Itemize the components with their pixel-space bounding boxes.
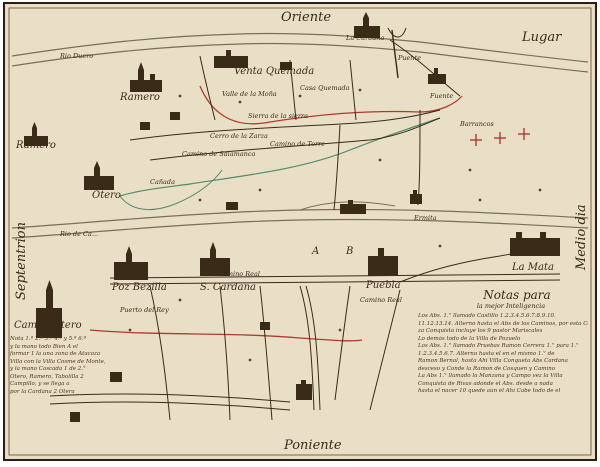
river-middle bbox=[11, 201, 589, 239]
scattered-marks bbox=[128, 88, 542, 362]
place-venta-quemada: Venta Quemada bbox=[234, 66, 315, 77]
legend-line: Conquista de Rivas adonde el Abs. desde … bbox=[418, 380, 553, 387]
small-label-2: Valle de la Moña bbox=[222, 90, 277, 98]
note-line: Otero, Ramero, Tabolilla 2 bbox=[10, 373, 84, 380]
legend-line: Ramon Bernal, hasta Ahi Villa Conqueta A… bbox=[418, 358, 568, 364]
small-label-10: Fuente bbox=[430, 92, 454, 100]
marker-a: A bbox=[312, 246, 320, 257]
red-crosses bbox=[470, 128, 530, 146]
small-label-9: Puerto del Rey bbox=[120, 306, 169, 314]
place-lugar: Lugar bbox=[522, 30, 562, 45]
legend-line: Los Abs. 1.° llamado Castillo 1.2.3.4.5.… bbox=[418, 313, 556, 319]
compass-west-label: Septentrion bbox=[14, 221, 29, 300]
note-line: Campillo, y se llega a bbox=[10, 381, 70, 387]
towns bbox=[24, 12, 560, 422]
river-top bbox=[11, 27, 589, 79]
small-label-8: Camino Real bbox=[360, 296, 402, 304]
legend-line: La Abs 1.° llamado la Manzana y Campo ve… bbox=[418, 373, 563, 379]
note-line: Nota 1.ª 2.ª 3.ª 4.ª y 5.ª 6.ª bbox=[10, 336, 87, 342]
legend-line: Los Abs. 1.° llamado Pruebas Ramon Cerre… bbox=[418, 343, 579, 349]
note-line: y la mano Cascada 1 de 2.° bbox=[10, 366, 86, 372]
map-inner-border bbox=[8, 7, 592, 456]
note-line: Villa con la Villa Cosme de Monte, bbox=[10, 358, 106, 365]
place-campo-otero: Campo Otero bbox=[14, 320, 82, 331]
place-puente: Puente bbox=[398, 54, 422, 62]
compass-south-label: Poniente bbox=[284, 438, 342, 453]
place-otero: Otero bbox=[92, 190, 121, 201]
note-line: y la mano todo Bien A el bbox=[10, 343, 78, 350]
legend-subtitle: la mejor Inteligencia bbox=[476, 302, 546, 310]
compass-east-label: Medio dia bbox=[574, 204, 589, 270]
note-line: formar 1 la una zona de Atacaza bbox=[10, 351, 101, 357]
small-label-4: Camino de Salamanca bbox=[182, 150, 256, 158]
place-puebla: Puebla bbox=[366, 280, 401, 291]
river-middle-label: Rio de Ca... bbox=[60, 230, 99, 238]
place-la-mata: La Mata bbox=[512, 262, 554, 273]
road-green bbox=[119, 117, 441, 197]
place-cardana: S. Cardana bbox=[200, 282, 257, 293]
place-ramero-left: Ramero bbox=[16, 140, 56, 151]
road-red-upper bbox=[199, 85, 463, 125]
place-pozo: Poz Bezilla bbox=[112, 282, 167, 293]
legend-line: za Conquista incluye los 9 pastor Marisc… bbox=[418, 328, 543, 334]
legend-line: desceso y Conde la Ramon de Cosquen y Ca… bbox=[418, 365, 556, 372]
place-ramero-top: Ramero bbox=[120, 92, 160, 103]
note-block: Nota 1.ª 2.ª 3.ª 4.ª y 5.ª 6.ª y la mano… bbox=[10, 336, 106, 396]
compass-north-label: Oriente bbox=[281, 10, 332, 25]
legend-line: Lo demás todo de la Villa de Pozuelo bbox=[418, 335, 521, 342]
small-label-1: Sierra de la sierra bbox=[248, 112, 308, 120]
legend-line: 1.2.3.4.5.6.7. Alterno hasta el en el mi… bbox=[418, 350, 555, 357]
small-label-6: Cañada bbox=[150, 178, 175, 186]
place-camino-real: Camino Real bbox=[218, 270, 260, 278]
note-line: por la Cardana 2 Otera bbox=[10, 388, 75, 395]
legend-line: 11.12.13.14. Alterno hasta el Abs de los… bbox=[418, 320, 588, 327]
small-label-3: Cerro de la Zarza bbox=[210, 132, 268, 140]
small-label-5: Camino de Torre bbox=[270, 140, 326, 148]
legend-line: hasta el nacer 10 quede aún él Ahí Cabe … bbox=[418, 388, 561, 394]
legend-title: Notas para bbox=[483, 288, 551, 302]
marker-b: B bbox=[346, 246, 354, 257]
small-label-7: Ermita bbox=[414, 214, 437, 222]
place-casa-quemada: Casa Quemada bbox=[300, 84, 350, 92]
legend: Notas para la mejor Inteligencia Los Abs… bbox=[418, 288, 588, 448]
place-la-cardana: La Cardana bbox=[346, 34, 385, 42]
river-top-label: Rio Duero bbox=[60, 52, 94, 60]
small-label-11: Barrancos bbox=[460, 120, 494, 128]
road-green-branch bbox=[119, 169, 223, 210]
